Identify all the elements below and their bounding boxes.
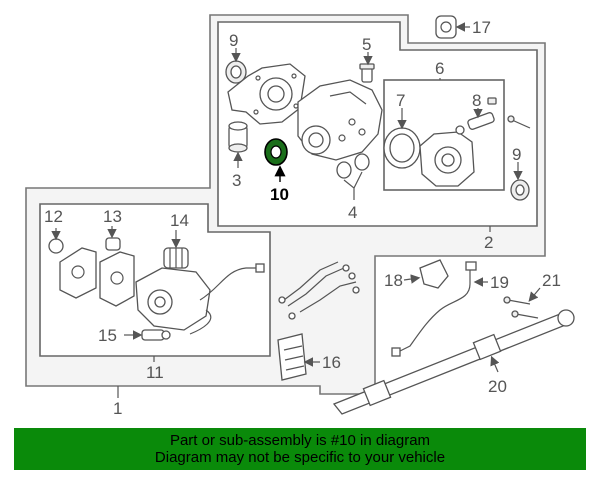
gasket-part-7 <box>383 127 421 169</box>
callout-9-left: 9 <box>229 31 238 50</box>
callout-19: 19 <box>490 273 509 292</box>
bolt-part-21 <box>503 296 539 319</box>
boot-part-14 <box>163 247 189 269</box>
bushing-part-4 <box>336 153 370 179</box>
mount-part-12 <box>48 238 64 254</box>
callout-2: 2 <box>484 233 493 252</box>
seal-part-9-right <box>510 179 530 201</box>
mount-part-13 <box>105 237 121 251</box>
callout-12: 12 <box>44 207 63 226</box>
callout-21: 21 <box>542 271 561 290</box>
callout-8: 8 <box>472 91 481 110</box>
callout-14: 14 <box>170 211 189 230</box>
side-housing <box>419 131 475 187</box>
cover-right <box>99 251 135 307</box>
cover-left <box>59 247 97 299</box>
bushing-part-17 <box>435 15 457 39</box>
callout-18: 18 <box>384 271 403 290</box>
differential-carrier <box>297 79 383 161</box>
callout-13: 13 <box>103 207 122 226</box>
callout-1: 1 <box>113 399 122 418</box>
housing-cover <box>227 63 306 125</box>
callout-7: 7 <box>396 91 405 110</box>
harness-11 <box>189 263 265 335</box>
callout-6: 6 <box>435 59 444 78</box>
info-banner: Part or sub-assembly is #10 in diagram D… <box>14 428 586 470</box>
vent-hoses <box>278 261 360 320</box>
sensor-part-15 <box>141 329 171 341</box>
module-part-16 <box>277 333 307 381</box>
parts-diagram: 9 5 6 7 8 9 3 10 4 2 17 12 13 14 15 11 1… <box>25 14 575 418</box>
sensor-part-8 <box>455 97 497 135</box>
callout-17: 17 <box>472 18 491 37</box>
plug-part-5 <box>359 63 375 83</box>
callout-10: 10 <box>270 185 289 204</box>
bushing-part-3 <box>228 121 248 153</box>
banner-line-2: Diagram may not be specific to your vehi… <box>154 449 446 466</box>
callout-11: 11 <box>146 363 164 382</box>
callout-4: 4 <box>348 203 357 222</box>
seal-part-9-left <box>225 60 247 84</box>
banner-line-1: Part or sub-assembly is #10 in diagram <box>169 432 431 449</box>
bolt <box>507 115 531 129</box>
harness-part-19 <box>391 261 477 357</box>
transfer-housing <box>135 267 211 331</box>
callout-5: 5 <box>362 35 371 54</box>
driveshaft-part-20 <box>332 309 575 415</box>
callout-9-right: 9 <box>512 145 521 164</box>
callout-3: 3 <box>232 171 241 190</box>
callout-16: 16 <box>322 353 341 372</box>
callout-15: 15 <box>98 326 117 345</box>
callout-20: 20 <box>488 377 507 396</box>
seal-part-10-highlighted <box>264 138 288 166</box>
shield-part-18 <box>419 259 449 289</box>
